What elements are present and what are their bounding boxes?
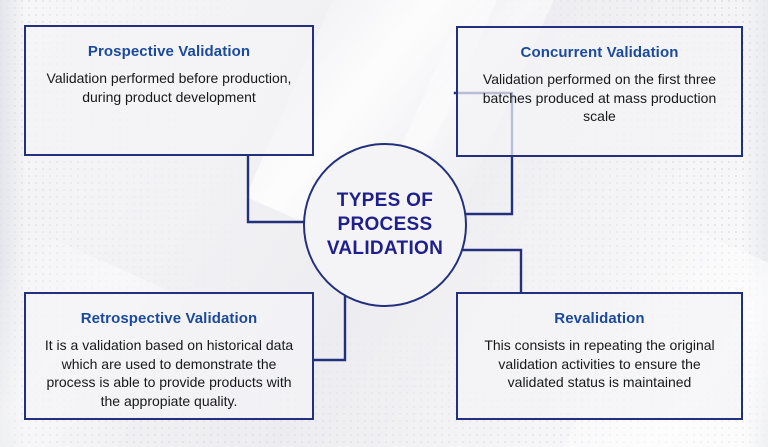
node-card-retrospective[interactable]: Retrospective Validation It is a validat… [24, 292, 314, 420]
node-card-concurrent[interactable]: Concurrent Validation Validation perform… [456, 26, 743, 157]
node-description-revalidation: This consists in repeating the original … [484, 336, 715, 391]
node-description-concurrent: Validation performed on the first three … [482, 70, 717, 125]
node-card-revalidation[interactable]: Revalidation This consists in repeating … [456, 292, 743, 420]
center-hub-label: TYPES OF PROCESS VALIDATION [326, 190, 444, 259]
background-left-shade [0, 0, 26, 447]
connector-hub-to-revalidation [453, 248, 523, 294]
node-title-retrospective: Retrospective Validation [80, 310, 258, 327]
connector-prospective-to-hub [246, 155, 308, 224]
node-title-prospective: Prospective Validation [87, 43, 251, 60]
node-description-prospective: Validation performed before production, … [46, 69, 292, 105]
node-description-retrospective: It is a validation based on historical d… [44, 336, 294, 409]
node-card-prospective[interactable]: Prospective Validation Validation perfor… [24, 25, 314, 156]
center-hub: TYPES OF PROCESS VALIDATION [303, 143, 467, 307]
node-title-revalidation: Revalidation [554, 310, 645, 327]
node-title-concurrent: Concurrent Validation [520, 44, 679, 61]
